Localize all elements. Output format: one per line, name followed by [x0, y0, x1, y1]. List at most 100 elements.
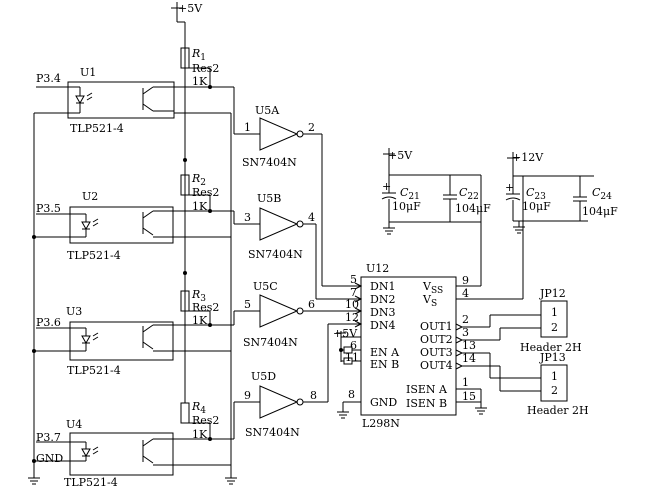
svg-text:2: 2 [308, 121, 315, 134]
svg-text:EN B: EN B [370, 358, 399, 371]
svg-text:VSS: VSS [422, 280, 443, 296]
vcc-top-label: +5V [178, 2, 203, 15]
resistor-r3: R3 Res2 1K [180, 288, 219, 327]
svg-text:U5A: U5A [255, 104, 280, 117]
svg-text:104μF: 104μF [582, 205, 618, 218]
resistor-r2: R2 Res2 1K [180, 172, 219, 213]
svg-text:OUT4: OUT4 [420, 359, 453, 372]
svg-text:ISEN B: ISEN B [406, 397, 447, 410]
svg-text:U5C: U5C [253, 280, 278, 293]
svg-text:9: 9 [462, 274, 469, 287]
cap-group-5v: +5V +5V + C21 10μF C22 104μF [381, 148, 491, 286]
svg-text:U5B: U5B [257, 192, 281, 205]
inverter-u5a: U5A 1 2 SN7404N [210, 86, 361, 287]
svg-text:GND: GND [370, 396, 397, 409]
driver-l298n: U12 L298N 5 DN1 7 DN2 10 DN3 12 DN4 6 EN… [333, 262, 541, 430]
resistor-r4: R4 Res2 1K [180, 395, 219, 441]
inverter-u5d: U5D 9 8 SN7404N [210, 323, 361, 440]
cap-group-12v: +12V + C23 10μF C24 104μF [505, 151, 618, 299]
svg-text:15: 15 [462, 390, 476, 403]
svg-text:JP13: JP13 [539, 351, 566, 364]
opto-part-2: TLP521-4 [67, 249, 121, 262]
svg-text:1: 1 [551, 306, 558, 319]
svg-text:C23: C23 [526, 186, 546, 202]
svg-text:2: 2 [462, 313, 469, 326]
svg-text:9: 9 [244, 389, 251, 402]
svg-text:Res2: Res2 [192, 414, 219, 427]
inverter-u5b: U5B 3 4 SN7404N [210, 192, 361, 300]
svg-text:1K: 1K [192, 200, 208, 213]
svg-text:R1: R1 [191, 47, 206, 63]
svg-text:5: 5 [350, 273, 357, 286]
svg-text:JP12: JP12 [539, 287, 566, 300]
svg-text:R3: R3 [191, 288, 206, 304]
driver-part: L298N [362, 417, 400, 430]
svg-text:SN7404N: SN7404N [242, 156, 297, 169]
svg-text:U5D: U5D [251, 370, 276, 383]
svg-text:1: 1 [551, 370, 558, 383]
svg-text:SN7404N: SN7404N [243, 336, 298, 349]
svg-text:OUT2: OUT2 [420, 333, 453, 346]
svg-text:OUT3: OUT3 [420, 346, 453, 359]
input-label-3: P3.6 [36, 316, 61, 329]
inverter-u5c: U5C 5 6 SN7404N [210, 280, 361, 349]
svg-text:6: 6 [308, 298, 315, 311]
svg-text:Header 2H: Header 2H [520, 341, 582, 354]
opto-part-4: TLP521-4 [64, 476, 118, 488]
vcc-top-symbol: +5V [171, 2, 203, 15]
optocoupler-u2: P3.5 U2 TLP521-4 [36, 190, 231, 262]
svg-text:8: 8 [310, 389, 317, 402]
en-supply-label: +5V [333, 327, 358, 340]
svg-text:8: 8 [348, 388, 355, 401]
svg-text:10μF: 10μF [392, 200, 421, 213]
svg-text:+: + [505, 181, 514, 194]
driver-ref: U12 [366, 262, 389, 275]
svg-text:DN2: DN2 [370, 293, 395, 306]
svg-text:Res2: Res2 [192, 301, 219, 314]
svg-text:R4: R4 [191, 400, 206, 416]
opto-ref-2: U2 [82, 190, 98, 203]
resistor-supply-bus [176, 14, 187, 395]
opto-part-1: TLP521-4 [70, 122, 124, 135]
svg-text:DN4: DN4 [370, 319, 395, 332]
svg-text:5: 5 [244, 298, 251, 311]
svg-text:14: 14 [462, 352, 476, 365]
left-rails [28, 112, 237, 485]
svg-text:C24: C24 [592, 186, 612, 202]
svg-text:4: 4 [462, 287, 469, 300]
svg-text:C22: C22 [459, 186, 479, 202]
svg-text:Res2: Res2 [192, 186, 219, 199]
svg-text:R2: R2 [191, 172, 206, 188]
svg-text:7: 7 [350, 286, 357, 299]
svg-text:104μF: 104μF [455, 202, 491, 215]
svg-text:+5V: +5V [388, 149, 413, 162]
svg-text:SN7404N: SN7404N [248, 248, 303, 261]
optocoupler-u4: P3.7 U4 GND TLP521-4 [36, 418, 231, 488]
svg-text:DN1: DN1 [370, 280, 395, 293]
svg-text:2: 2 [551, 321, 558, 334]
svg-text:Header 2H: Header 2H [527, 404, 589, 417]
opto-ref-1: U1 [80, 66, 96, 79]
svg-text:VS: VS [422, 293, 437, 309]
input-label-2: P3.5 [36, 202, 61, 215]
svg-text:10μF: 10μF [522, 200, 551, 213]
svg-text:13: 13 [462, 339, 476, 352]
opto-part-3: TLP521-4 [67, 364, 121, 377]
svg-text:3: 3 [462, 326, 469, 339]
svg-text:1K: 1K [192, 314, 208, 327]
svg-text:2: 2 [551, 384, 558, 397]
input-label-4: P3.7 [36, 431, 61, 444]
input-label-1: P3.4 [36, 72, 61, 85]
svg-text:OUT1: OUT1 [420, 320, 453, 333]
svg-text:1K: 1K [192, 75, 208, 88]
resistor-r1: R1 Res2 1K [180, 47, 219, 89]
optocoupler-u3: P3.6 U3 TLP521-4 [36, 305, 231, 377]
svg-text:1: 1 [244, 121, 251, 134]
svg-text:3: 3 [244, 211, 251, 224]
optocoupler-u1: P3.4 U1 TLP521-4 [36, 66, 231, 135]
svg-text:EN A: EN A [370, 346, 400, 359]
svg-text:4: 4 [308, 211, 315, 224]
svg-text:+12V: +12V [512, 151, 544, 164]
svg-text:C21: C21 [400, 186, 420, 202]
